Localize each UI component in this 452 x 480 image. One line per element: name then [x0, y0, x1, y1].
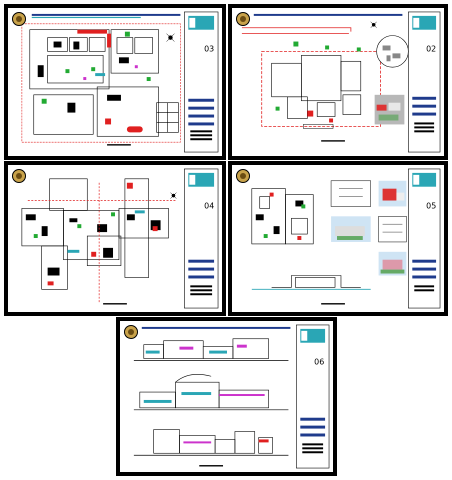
- firm-logo-icon: [12, 12, 26, 26]
- plans-and-renders-drawing: 05: [251, 168, 441, 309]
- sheet-number: 04: [204, 201, 214, 210]
- firm-logo-icon: [236, 169, 250, 183]
- drawing-sheet-05[interactable]: 05: [228, 161, 448, 316]
- drawing-sheet-04[interactable]: 04: [4, 161, 226, 316]
- firm-logo-icon: [124, 325, 138, 339]
- sheet-number: 06: [314, 357, 324, 366]
- drawing-sheet-06[interactable]: 06: [116, 317, 337, 476]
- floor-plan-detail-drawing: 04: [21, 168, 219, 309]
- drawing-sheet-03[interactable]: 03: [4, 4, 226, 160]
- elevations-drawing: 06: [133, 324, 330, 469]
- firm-logo-icon: [236, 12, 250, 26]
- location-map-icon: [376, 35, 409, 68]
- drawing-sheet-02[interactable]: 02: [228, 4, 448, 160]
- floor-plan-overall-drawing: 03: [21, 11, 219, 153]
- firm-logo-icon: [12, 169, 26, 183]
- sheet-number: 02: [426, 44, 436, 53]
- site-plan-drawing: 02: [241, 11, 441, 153]
- sheet-number: 03: [204, 44, 214, 53]
- sheet-number: 05: [426, 201, 436, 210]
